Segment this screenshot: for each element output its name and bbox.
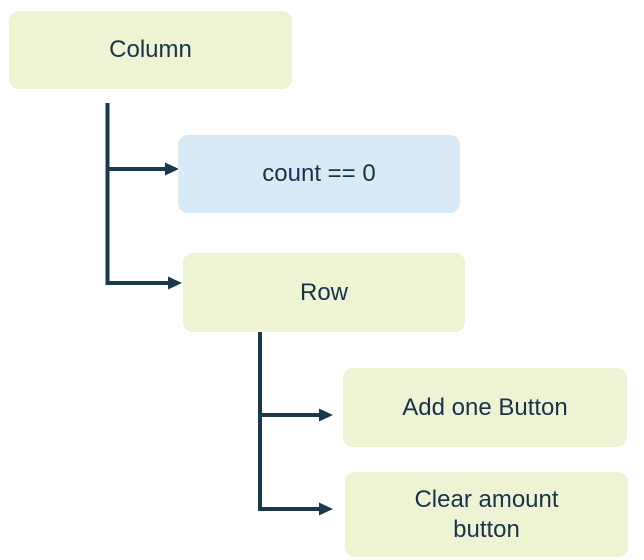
node-column: Column bbox=[9, 11, 292, 89]
node-clear-amount-button-label: Clear amount button bbox=[414, 485, 559, 543]
node-clear-amount-button: Clear amount button bbox=[345, 472, 628, 557]
edge-column-condition bbox=[105, 162, 179, 176]
node-condition: count == 0 bbox=[178, 135, 460, 213]
edge-column-row bbox=[105, 103, 182, 290]
node-column-label: Column bbox=[109, 36, 192, 63]
arrowhead-to-clear bbox=[319, 502, 333, 516]
arrowhead-to-addone bbox=[319, 408, 333, 422]
arrowhead-to-row bbox=[168, 276, 182, 290]
node-row: Row bbox=[183, 253, 465, 332]
node-row-label: Row bbox=[299, 278, 348, 306]
node-add-one-button: Add one Button bbox=[343, 368, 627, 447]
node-add-one-button-label: Add one Button bbox=[402, 393, 568, 421]
node-condition-label: count == 0 bbox=[262, 160, 376, 187]
edge-row-clear bbox=[258, 332, 333, 516]
arrowhead-to-condition bbox=[165, 162, 179, 176]
edge-row-addone bbox=[258, 408, 333, 422]
